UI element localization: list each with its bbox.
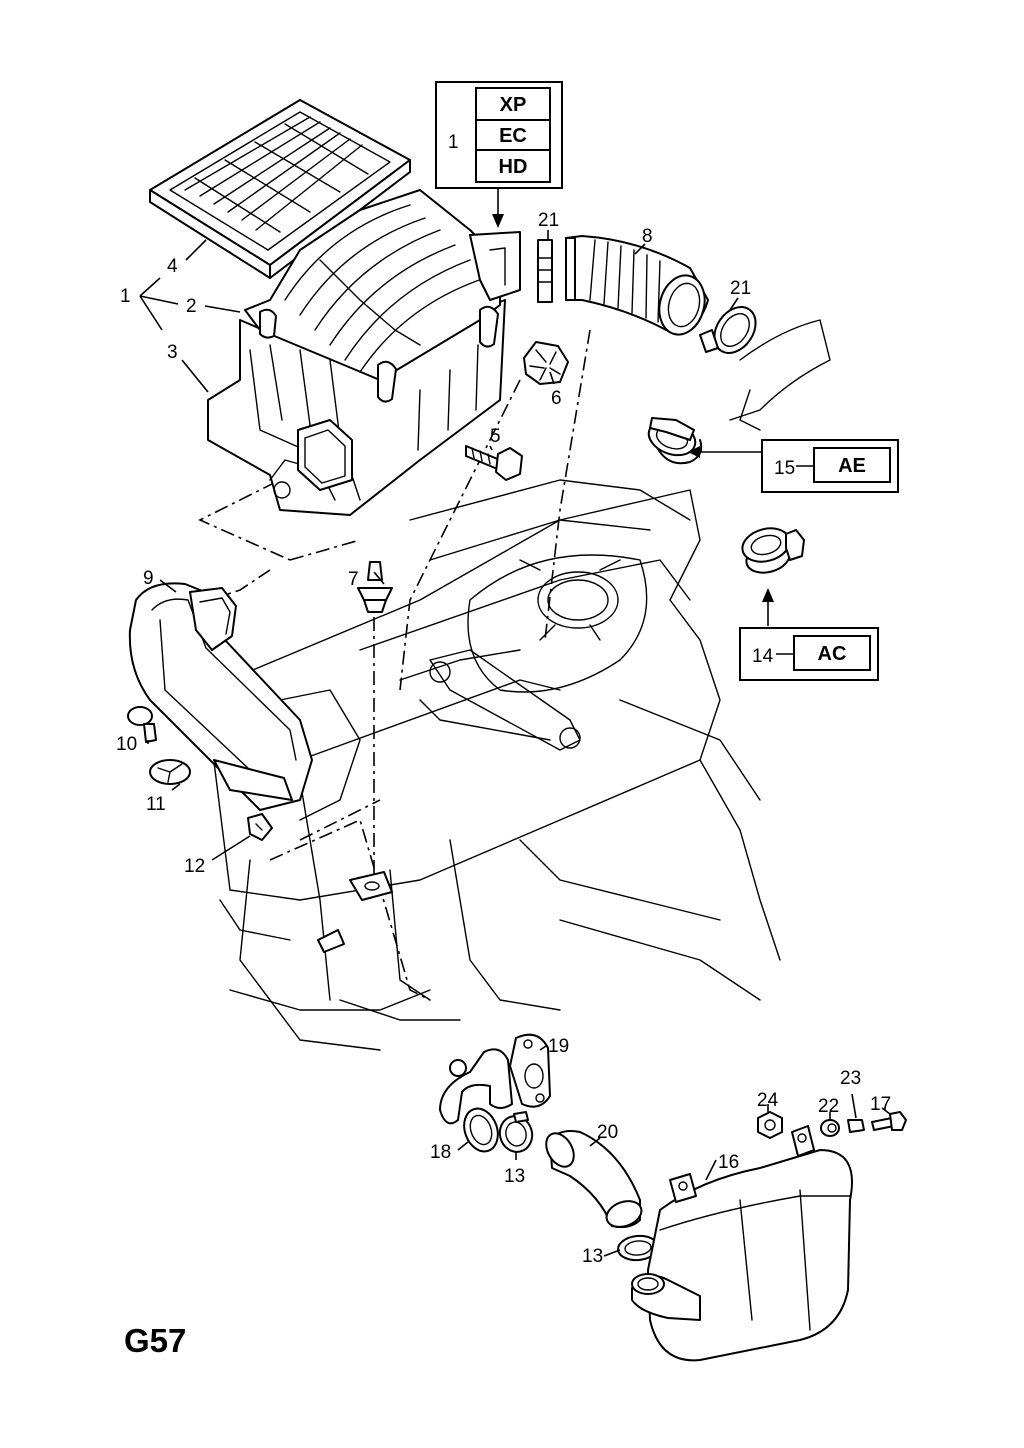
bracket-part-12: [247, 813, 393, 953]
callout-9: 9: [143, 568, 154, 589]
callout-21-left: 21: [538, 210, 559, 231]
clamp-part-13-lower: [617, 1234, 659, 1262]
callout-19: 19: [548, 1036, 569, 1057]
callout-6: 6: [551, 388, 562, 409]
intake-hose-part-8: [565, 235, 709, 336]
nut-part-24: [757, 1111, 783, 1139]
callout-7: 7: [348, 569, 359, 590]
rubber-mount-part-6: [523, 341, 569, 385]
air-cleaner-housing-part-2-3: [207, 189, 521, 516]
hose-part-20: [545, 1130, 643, 1229]
option-code-ae: AE: [838, 455, 866, 477]
callout-21-right: 21: [730, 278, 751, 299]
callout-1: 1: [120, 286, 131, 307]
engine-bay-background: [204, 319, 831, 1051]
callout-13-upper: 13: [504, 1166, 525, 1187]
option-code-ec: EC: [499, 125, 527, 147]
option-code-xp: XP: [500, 94, 527, 116]
callout-16: 16: [718, 1152, 739, 1173]
option-ref-15: 15: [774, 458, 795, 479]
bolt-part-5: [465, 445, 523, 481]
callout-numbers: 1 2 3 4 5 6 7 8 9 10 11 12 13 13 16 17 1…: [116, 210, 891, 1267]
pipe-part-18: [439, 1048, 513, 1153]
callout-18: 18: [430, 1142, 451, 1163]
option-box-part-15: 15 AE: [761, 439, 899, 493]
option-code-hd: HD: [499, 156, 528, 178]
callout-8: 8: [642, 226, 653, 247]
bolt-part-17: [871, 1111, 907, 1131]
callout-3: 3: [167, 342, 178, 363]
bush-part-22: [820, 1119, 840, 1137]
callout-4: 4: [167, 256, 178, 277]
muffler-part-16: [631, 1125, 853, 1362]
callout-22: 22: [818, 1096, 839, 1117]
callout-10: 10: [116, 734, 137, 755]
clamp-part-21-right: [699, 306, 757, 354]
option-ref-1: 1: [448, 132, 459, 153]
clamp-part-15: [647, 417, 703, 465]
page-code: G57: [124, 1322, 186, 1359]
clamp-part-21-left: [537, 239, 553, 303]
option-code-ac: AC: [818, 643, 847, 665]
callout-24: 24: [757, 1090, 779, 1111]
sensor-part-7: [357, 561, 393, 613]
option-ref-14: 14: [752, 646, 774, 667]
spacer-part-23: [847, 1119, 865, 1133]
callout-11: 11: [146, 794, 166, 815]
gasket-part-19: [509, 1033, 551, 1108]
callout-5: 5: [490, 426, 501, 447]
option-box-part-14: 14 AC: [739, 627, 879, 681]
callout-2: 2: [186, 296, 197, 317]
callout-13-lower: 13: [582, 1246, 603, 1267]
clamp-part-13-upper: [498, 1111, 534, 1153]
grommet-part-10: [127, 706, 157, 743]
intake-duct-part-9: [128, 582, 313, 811]
callout-20: 20: [597, 1122, 618, 1143]
clamp-part-14: [741, 527, 805, 574]
callout-12: 12: [184, 856, 205, 877]
leader-lines: [139, 139, 891, 1257]
option-box-part-1: 1 XP EC HD: [435, 81, 563, 189]
fastener-part-11: [149, 759, 191, 785]
callout-23: 23: [840, 1068, 861, 1089]
callout-17: 17: [870, 1094, 891, 1115]
